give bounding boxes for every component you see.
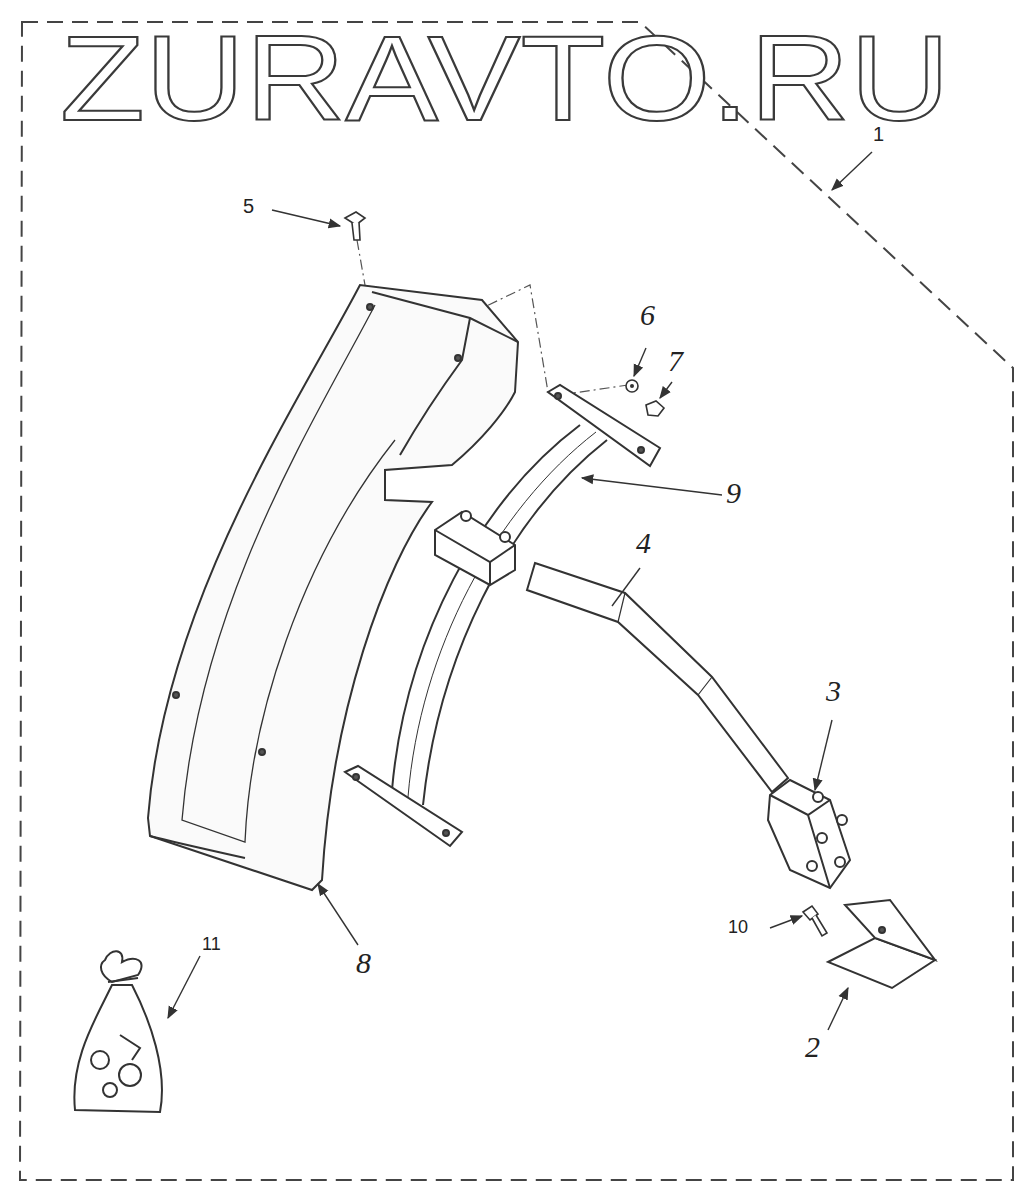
nut [646,401,664,416]
block-bolt [817,833,827,843]
bag-part [103,1083,117,1097]
fender-edge [150,836,245,858]
bag-body [74,985,162,1112]
washer [626,380,638,392]
mount-block [768,780,850,888]
base-plate [828,900,935,988]
callout-number: 11 [202,935,221,953]
bracket-strip [423,440,607,805]
support-bar [527,563,788,792]
bolt [345,212,365,240]
plate-hole [353,774,359,780]
block-bolt [837,815,847,825]
leader-line [582,478,722,495]
callout-number: 7 [668,346,683,376]
leader-line [272,210,340,226]
fender-hole [173,692,179,698]
leader-line [828,988,848,1030]
callout-number: 9 [726,478,741,508]
bracket-plate [345,766,462,846]
leader-line [770,916,802,928]
bag-part [120,1035,140,1060]
callout-number: 5 [243,196,254,216]
callout-number: 10 [728,918,748,936]
clamp-edge [435,530,515,585]
plate-hole [443,830,449,836]
leader-line [634,348,646,376]
callout-number: 3 [826,676,841,706]
bar-bend [618,593,712,695]
bolt-shank [812,915,827,936]
leader-line [168,152,872,1030]
clamp-nut [461,511,471,521]
clamp-nut [500,532,510,542]
fender-panel [182,305,395,842]
bag-part [91,1051,109,1069]
plate-flange [845,900,935,960]
block-bolt [835,857,845,867]
fastener-bag [74,951,162,1112]
bag-tie [108,978,138,982]
callout-number: 6 [640,300,655,330]
washer-hole [630,384,634,388]
bolt [803,906,827,936]
leader-line [612,568,640,606]
bag-top [101,951,142,982]
callout-number: 8 [356,948,371,978]
bracket-plate [548,385,660,466]
kit-boundary [20,22,1013,1180]
leader-line [832,152,872,190]
callout-number: 2 [805,1032,820,1062]
fender-body [148,285,518,890]
fender-edge [372,292,518,342]
block-body [768,780,850,888]
fender-hole [455,355,461,361]
leader-line [318,884,358,945]
block-bolt [807,861,817,871]
plate-hole [638,447,644,453]
bolt-shank [352,222,360,240]
fender [148,285,518,890]
watermark: ZURAVTO.RU [60,18,950,138]
fender-edge [400,318,470,455]
block-bolt [813,792,823,802]
block-edge [770,795,830,888]
callout-number: 4 [636,528,651,558]
plate-hole [879,927,885,933]
clamp-block [435,512,515,585]
fender-hole [259,749,265,755]
leader-line [660,382,672,398]
leader-line [168,956,200,1018]
bracket-strip [392,425,580,790]
plate-hole [555,393,561,399]
fender-hole [367,304,373,310]
callout-number: 1 [873,124,884,144]
bag-part [119,1064,141,1086]
leader-line [815,720,832,790]
bracket-strip [408,432,596,797]
